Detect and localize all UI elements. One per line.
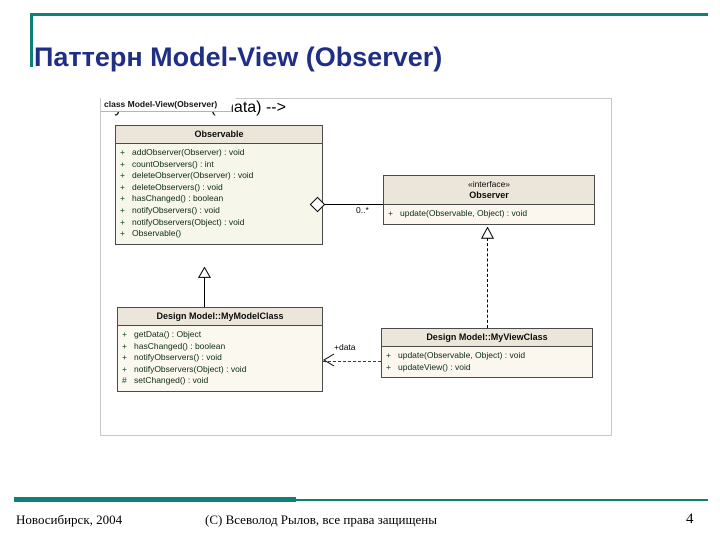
realization-line-myviewclass-observer: [487, 238, 488, 328]
uml-class-myviewclass-header: Design Model::MyViewClass: [382, 329, 592, 347]
footer-place: Новосибирск, 2004: [16, 512, 123, 527]
visibility-marker: +: [122, 352, 127, 363]
visibility-marker: +: [120, 216, 125, 227]
visibility-marker: +: [386, 361, 391, 372]
member-signature: notifyObservers() : void: [132, 204, 220, 215]
member-signature: notifyObservers(Object) : void: [134, 363, 247, 374]
dependency-line-myviewclass-mymodelclass: [323, 361, 381, 362]
header-accent-line-top: [30, 13, 708, 16]
uml-member: + hasChanged() : boolean: [122, 341, 320, 353]
generalization-line-mymodelclass-observable: [204, 277, 205, 307]
visibility-marker: +: [120, 193, 125, 204]
uml-class-observer-members: + update(Observable, Object) : void: [384, 205, 594, 224]
uml-member: + notifyObservers() : void: [122, 352, 320, 364]
uml-class-observable-name: Observable: [194, 129, 244, 139]
visibility-marker: +: [120, 147, 125, 157]
dependency-arrowhead-icon: [323, 353, 335, 367]
member-signature: countObservers() : int: [132, 158, 214, 169]
uml-class-observable-header: Observable: [116, 126, 322, 144]
visibility-marker: +: [120, 228, 125, 239]
visibility-marker: +: [120, 158, 125, 169]
member-signature: hasChanged() : boolean: [134, 340, 226, 351]
visibility-marker: +: [388, 208, 393, 218]
realization-triangle-icon: [481, 227, 494, 239]
member-signature: notifyObservers() : void: [134, 352, 222, 363]
member-signature: notifyObservers(Object) : void: [132, 216, 245, 227]
uml-member: + notifyObservers() : void: [120, 205, 320, 217]
uml-member: + update(Observable, Object) : void: [386, 350, 590, 362]
uml-class-observable-members: + addObserver(Observer) : void + countOb…: [116, 144, 322, 244]
footer-accent-line-left: [14, 497, 296, 502]
member-signature: update(Observable, Object) : void: [400, 208, 528, 218]
uml-member: # setChanged() : void: [122, 375, 320, 387]
uml-member: + updateView() : void: [386, 362, 590, 374]
uml-member: + hasChanged() : boolean: [120, 193, 320, 205]
uml-class-mymodelclass-members: + getData() : Object + hasChanged() : bo…: [118, 326, 322, 391]
member-signature: getData() : Object: [134, 329, 202, 339]
member-signature: deleteObserver(Observer) : void: [132, 170, 254, 181]
footer-accent-line-right: [296, 499, 708, 501]
uml-class-observer-name: Observer: [469, 190, 509, 200]
visibility-marker: +: [122, 363, 127, 374]
generalization-triangle-icon: [198, 267, 211, 278]
uml-member: + deleteObservers() : void: [120, 182, 320, 194]
association-line-observable-observer: [323, 204, 383, 205]
uml-class-diagram: class Model-View(Observer) Observable + …: [100, 98, 612, 436]
member-signature: Observable(): [132, 228, 182, 239]
footer-copyright: (С) Всеволод Рылов, все права защищены: [205, 512, 437, 527]
member-signature: updateView() : void: [398, 361, 471, 372]
uml-member: + addObserver(Observer) : void: [120, 147, 320, 159]
uml-member: + deleteObserver(Observer) : void: [120, 170, 320, 182]
visibility-marker: +: [122, 329, 127, 339]
dependency-role-label: +data: [334, 342, 356, 352]
uml-member: + Observable(): [120, 228, 320, 240]
diagram-frame-label: class Model-View(Observer): [101, 98, 233, 112]
uml-class-observer-header: «interface» Observer: [384, 176, 594, 205]
uml-member: + notifyObservers(Object) : void: [122, 364, 320, 376]
visibility-marker: +: [122, 340, 127, 351]
visibility-marker: #: [122, 375, 127, 386]
uml-class-observable[interactable]: Observable + addObserver(Observer) : voi…: [115, 125, 323, 245]
page-number: 4: [686, 511, 694, 527]
visibility-marker: +: [120, 170, 125, 181]
uml-class-observer[interactable]: «interface» Observer + update(Observable…: [383, 175, 595, 225]
page-title: Паттерн Model-View (Observer): [34, 42, 443, 73]
uml-class-myviewclass-name: Design Model::MyViewClass: [426, 332, 548, 342]
uml-class-observer-stereotype: «interface»: [467, 179, 511, 189]
visibility-marker: +: [120, 204, 125, 215]
visibility-marker: +: [386, 350, 391, 360]
visibility-marker: +: [120, 181, 125, 192]
uml-member: + countObservers() : int: [120, 159, 320, 171]
uml-class-myviewclass-members: + update(Observable, Object) : void + up…: [382, 347, 592, 377]
member-signature: setChanged() : void: [134, 375, 209, 386]
uml-member: + getData() : Object: [122, 329, 320, 341]
member-signature: addObserver(Observer) : void: [132, 147, 245, 157]
association-multiplicity-label: 0..*: [356, 205, 369, 215]
uml-class-myviewclass[interactable]: Design Model::MyViewClass + update(Obser…: [381, 328, 593, 379]
uml-class-mymodelclass-name: Design Model::MyModelClass: [156, 311, 284, 321]
member-signature: deleteObservers() : void: [132, 181, 223, 192]
uml-member: + update(Observable, Object) : void: [388, 208, 592, 220]
member-signature: update(Observable, Object) : void: [398, 350, 526, 360]
uml-class-mymodelclass[interactable]: Design Model::MyModelClass + getData() :…: [117, 307, 323, 392]
member-signature: hasChanged() : boolean: [132, 193, 224, 204]
uml-class-mymodelclass-header: Design Model::MyModelClass: [118, 308, 322, 326]
header-accent-line-left: [30, 13, 33, 67]
uml-member: + notifyObservers(Object) : void: [120, 217, 320, 229]
